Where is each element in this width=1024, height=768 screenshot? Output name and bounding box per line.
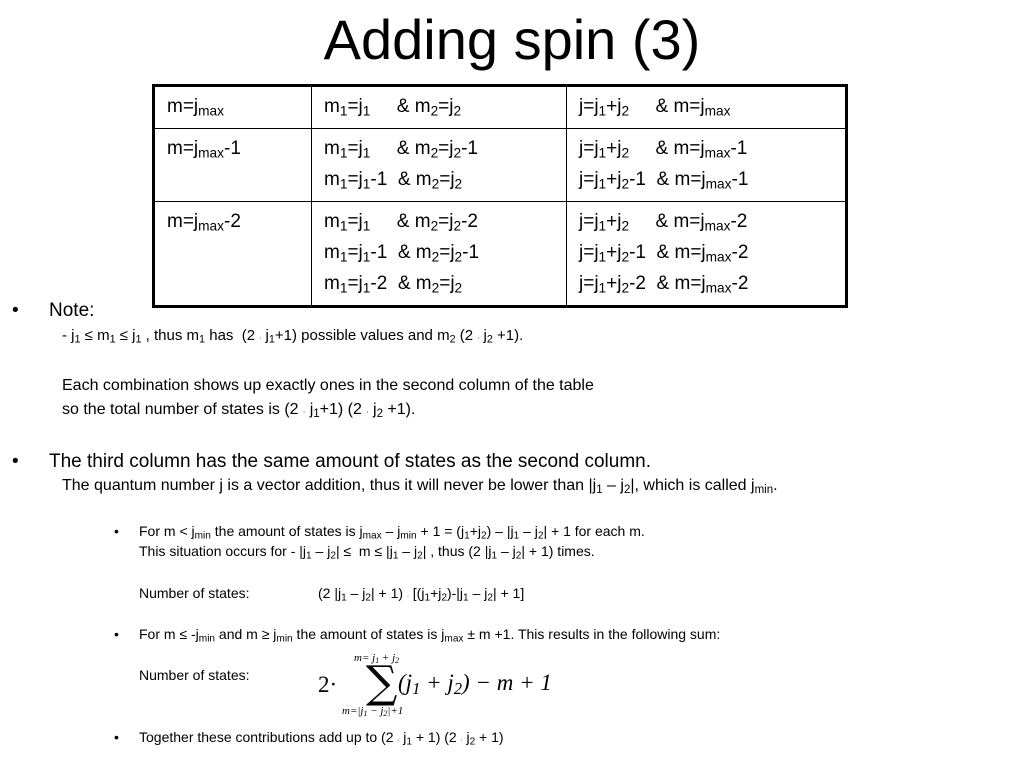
note-combination-line: Each combination shows up exactly ones i… <box>62 377 594 394</box>
table-cell-j-m: j=j1+j2 & m=jmax-1 j=j1+j2-1 & m=jmax-1 <box>566 128 847 202</box>
cell-line: m1=j1-1 & m2=j2 <box>324 169 463 192</box>
summation-formula: 2· m= j1 + j2 ∑ m=|j1 − j2|+1 (j1 + j2) … <box>316 652 576 722</box>
table-cell-j-m: j=j1+j2 & m=jmax <box>566 85 847 129</box>
sub2-states-label: Number of states: <box>139 667 250 683</box>
cell-line: m1=j1 & m2=j2 <box>324 96 462 119</box>
sum-body: (j1 + j2) − m + 1 <box>398 670 552 699</box>
cell-line: m1=j1 & m2=j2-1 <box>324 138 479 161</box>
sub1-states-label: Number of states: <box>139 585 250 601</box>
sum-upper-limit: m= j1 + j2 <box>354 652 400 665</box>
cell-line: m=jmax-1 <box>167 138 241 161</box>
sub-bullet-marker: • <box>114 729 119 745</box>
table-cell-m-value: m=jmax-1 <box>153 128 312 202</box>
table-cell-m1-m2: m1=j1 & m2=j2 <box>311 85 567 129</box>
note-range-line: - j1 ≤ m1 ≤ j1 , thus m1 has (2 . j1+1) … <box>62 327 524 346</box>
sub-bullet-marker: • <box>114 523 119 539</box>
cell-line: m1=j1 & m2=j2-2 <box>324 211 479 234</box>
table-row: m=jmax-1 m1=j1 & m2=j2-1 m1=j1-1 & m2=j2… <box>153 128 847 202</box>
cell-line: m1=j1-1 & m2=j2-1 <box>324 242 480 265</box>
cell-line: j=j1+j2 & m=jmax-2 <box>579 211 748 234</box>
slide-title: Adding spin (3) <box>323 8 701 71</box>
sub1-states-formula: (2 |j1 – j2| + 1) . [(j1+j2)-|j1 – j2| +… <box>318 585 525 604</box>
sub-bullet-marker: • <box>114 626 119 642</box>
sub1-line2: This situation occurs for - |j1 – j2| ≤ … <box>139 543 595 562</box>
sub2-line1: For m ≤ -jmin and m ≥ jmin the amount of… <box>139 626 721 645</box>
sub1-line1: For m < jmin the amount of states is jma… <box>139 523 645 542</box>
sum-lower-limit: m=|j1 − j2|+1 <box>342 705 404 718</box>
note-total-line: so the total number of states is (2 . j1… <box>62 401 416 420</box>
table-cell-m-value: m=jmax <box>153 85 312 129</box>
table-row: m=jmax-2 m1=j1 & m2=j2-2 m1=j1-1 & m2=j2… <box>153 201 847 307</box>
cell-line: j=j1+j2-2 & m=jmax-2 <box>579 273 749 296</box>
bullet-marker: • <box>12 451 19 472</box>
note-heading: Note: <box>49 300 95 321</box>
sigma-icon: ∑ <box>366 657 398 708</box>
sub3-line1: Together these contributions add up to (… <box>139 729 504 748</box>
states-table: m=jmax m1=j1 & m2=j2 j=j1+j2 & m=jmax m=… <box>152 84 848 308</box>
jmin-definition-line: The quantum number j is a vector additio… <box>62 477 778 496</box>
sum-coefficient: 2· <box>318 672 338 697</box>
cell-line: j=j1+j2-1 & m=jmax-1 <box>579 169 749 192</box>
cell-line: j=j1+j2 & m=jmax <box>579 96 731 119</box>
table-cell-m-value: m=jmax-2 <box>153 201 312 307</box>
cell-line: m=jmax-2 <box>167 211 241 234</box>
table-cell-j-m: j=j1+j2 & m=jmax-2 j=j1+j2-1 & m=jmax-2 … <box>566 201 847 307</box>
table-cell-m1-m2: m1=j1 & m2=j2-1 m1=j1-1 & m2=j2 <box>311 128 567 202</box>
third-column-heading: The third column has the same amount of … <box>49 451 651 472</box>
cell-line: j=j1+j2-1 & m=jmax-2 <box>579 242 749 265</box>
table-row: m=jmax m1=j1 & m2=j2 j=j1+j2 & m=jmax <box>153 85 847 129</box>
table-cell-m1-m2: m1=j1 & m2=j2-2 m1=j1-1 & m2=j2-1 m1=j1-… <box>311 201 567 307</box>
bullet-marker: • <box>12 300 19 321</box>
cell-line: m1=j1-2 & m2=j2 <box>324 273 463 296</box>
cell-line: j=j1+j2 & m=jmax-1 <box>579 138 748 161</box>
cell-line: m=jmax <box>167 96 224 119</box>
